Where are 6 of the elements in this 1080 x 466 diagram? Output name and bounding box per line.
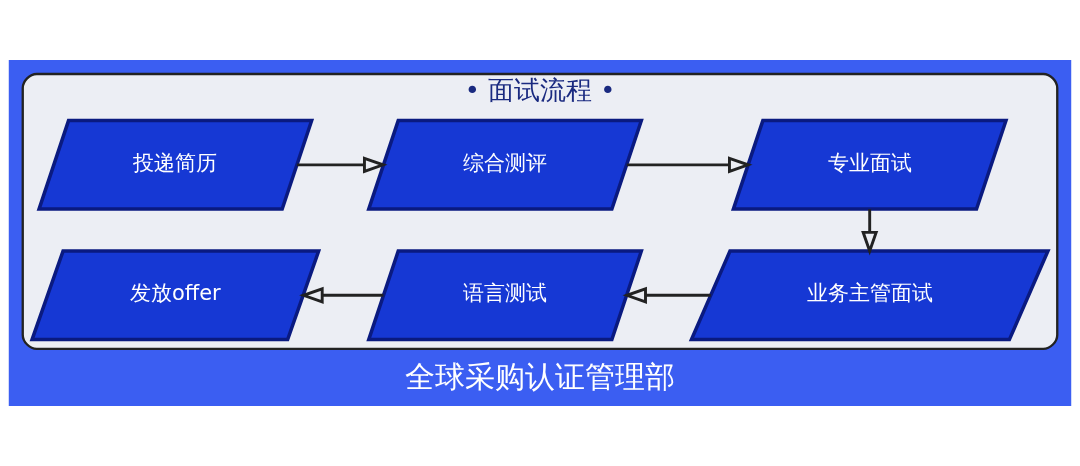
arrow: [299, 286, 384, 304]
arrow: [626, 156, 753, 174]
arrow: [622, 286, 711, 304]
arrow: [297, 156, 388, 174]
arrow: [861, 209, 879, 256]
caption: 全球采购认证管理部: [405, 359, 675, 395]
